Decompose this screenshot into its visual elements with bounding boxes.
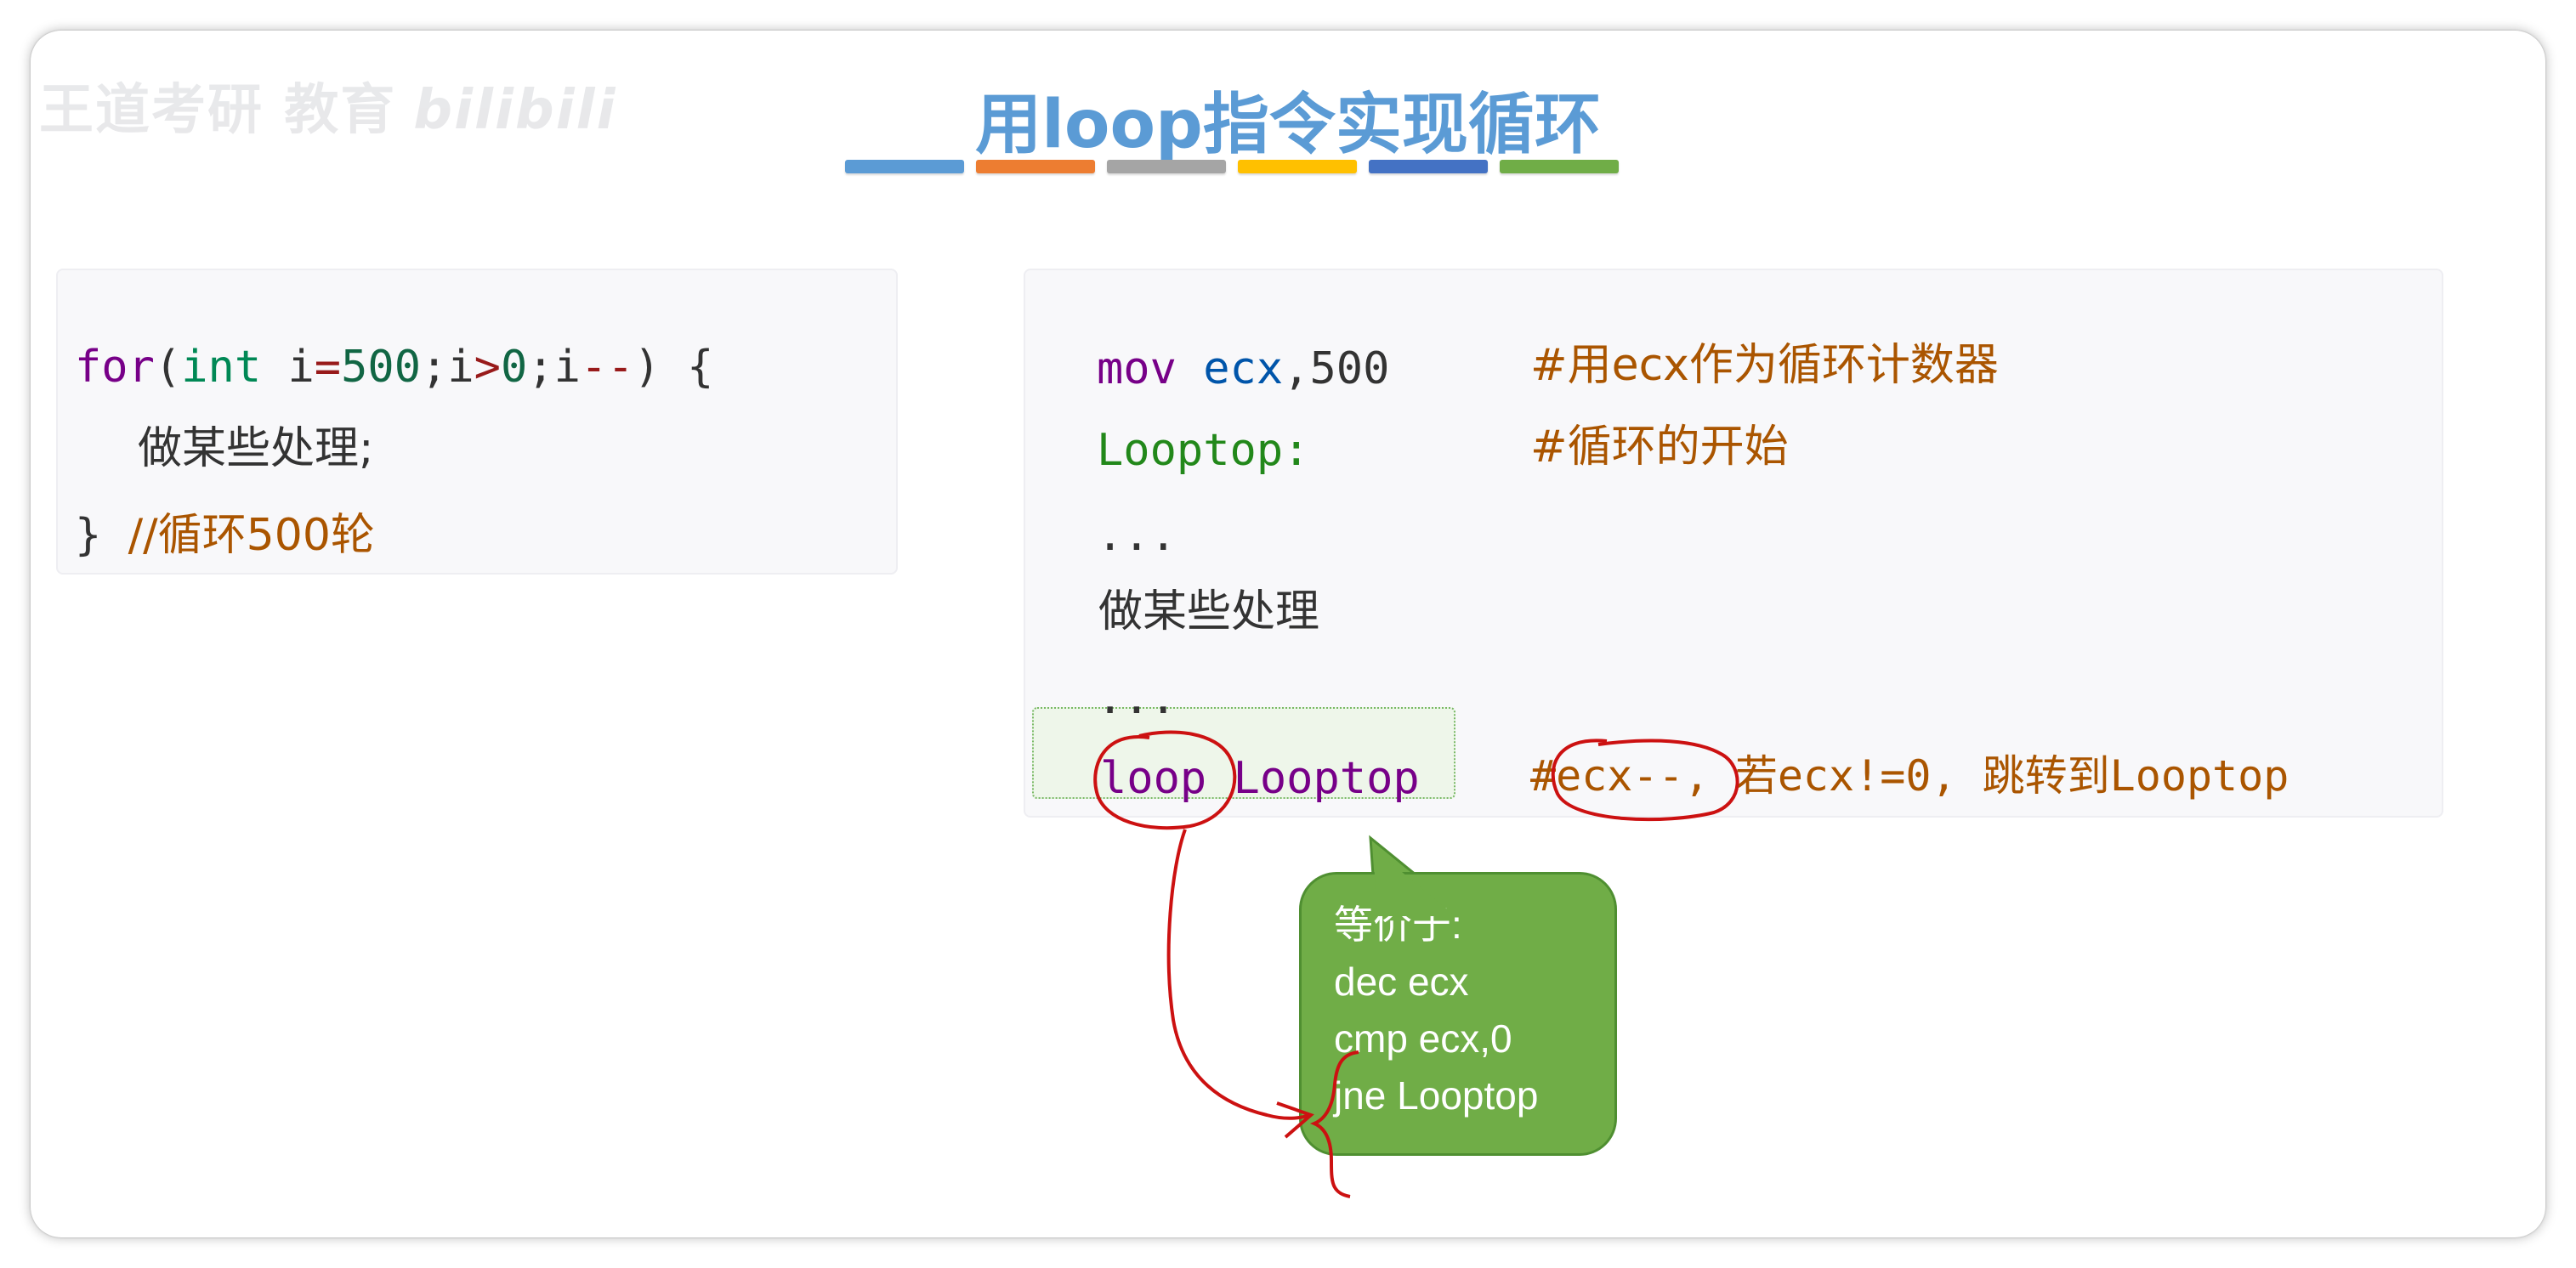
- loop-target: Looptop: [1233, 753, 1420, 804]
- callout-line-3: cmp ecx,0: [1334, 1016, 1512, 1061]
- color-bar: [1238, 160, 1357, 173]
- slide-title: 用loop指令实现循环: [975, 87, 1601, 163]
- ecx-register: ecx: [1203, 343, 1284, 394]
- close-paren-brace: ) {: [633, 342, 714, 393]
- c-code-line-1: for(int i=500;i>0;i--) {: [75, 345, 713, 389]
- callout-line-4: jne Looptop: [1334, 1073, 1539, 1118]
- gt-op: >: [474, 342, 501, 393]
- asm-comment-mov: #用ecx作为循环计数器: [1530, 340, 1999, 391]
- c-code-line-3: } //循环500轮: [75, 513, 375, 558]
- loop-keyword: loop: [1100, 753, 1207, 804]
- color-bar: [976, 160, 1095, 173]
- watermark: 王道考研 教育 bilibili: [39, 66, 617, 144]
- asm-comment-label: #循环的开始: [1530, 422, 1789, 473]
- callout-line-2: dec ecx: [1334, 959, 1469, 1004]
- asm-ellipsis-2: ...: [1097, 673, 1177, 724]
- mov-keyword: mov: [1097, 343, 1177, 394]
- c-code-body: 做某些处理;: [138, 423, 374, 474]
- color-bar: [845, 160, 964, 173]
- semi-i: ;i: [421, 342, 474, 393]
- bilibili-logo: bilibili: [413, 79, 617, 142]
- decrement-op: --: [580, 342, 634, 393]
- equivalence-callout: 等价于: dec ecx cmp ecx,0 jne Looptop: [1299, 872, 1617, 1156]
- int-keyword: int: [181, 342, 262, 393]
- c-comment: //循环500轮: [128, 510, 375, 561]
- zero-value: 0: [500, 342, 528, 393]
- color-bar: [1107, 160, 1226, 173]
- c-code-panel: for(int i=500;i>0;i--) { 做某些处理; } //循环50…: [56, 269, 898, 575]
- watermark-text: 王道考研 教育: [39, 79, 397, 142]
- var-i: i: [261, 342, 315, 393]
- asm-comment-loop: #ecx--, 若ecx!=0, 跳转到Looptop: [1530, 751, 2289, 801]
- assign-op: =: [314, 342, 342, 393]
- asm-ellipsis-1: ...: [1097, 510, 1177, 561]
- asm-body: 做某些处理: [1098, 586, 1320, 637]
- init-value: 500: [341, 342, 422, 393]
- color-bar: [1500, 160, 1619, 173]
- close-brace: }: [75, 510, 102, 561]
- paren: (: [154, 342, 182, 393]
- asm-line-mov: mov ecx,500: [1097, 347, 1389, 391]
- callout-line-1: 等价于:: [1334, 903, 1462, 947]
- asm-label: Looptop:: [1097, 425, 1310, 476]
- color-bar: [1369, 160, 1488, 173]
- color-bar-strip: [845, 160, 1619, 173]
- for-keyword: for: [75, 342, 155, 393]
- mov-arg: ,500: [1283, 343, 1390, 394]
- asm-line-loop: loop Looptop: [1100, 756, 1420, 801]
- semi-i: ;i: [527, 342, 581, 393]
